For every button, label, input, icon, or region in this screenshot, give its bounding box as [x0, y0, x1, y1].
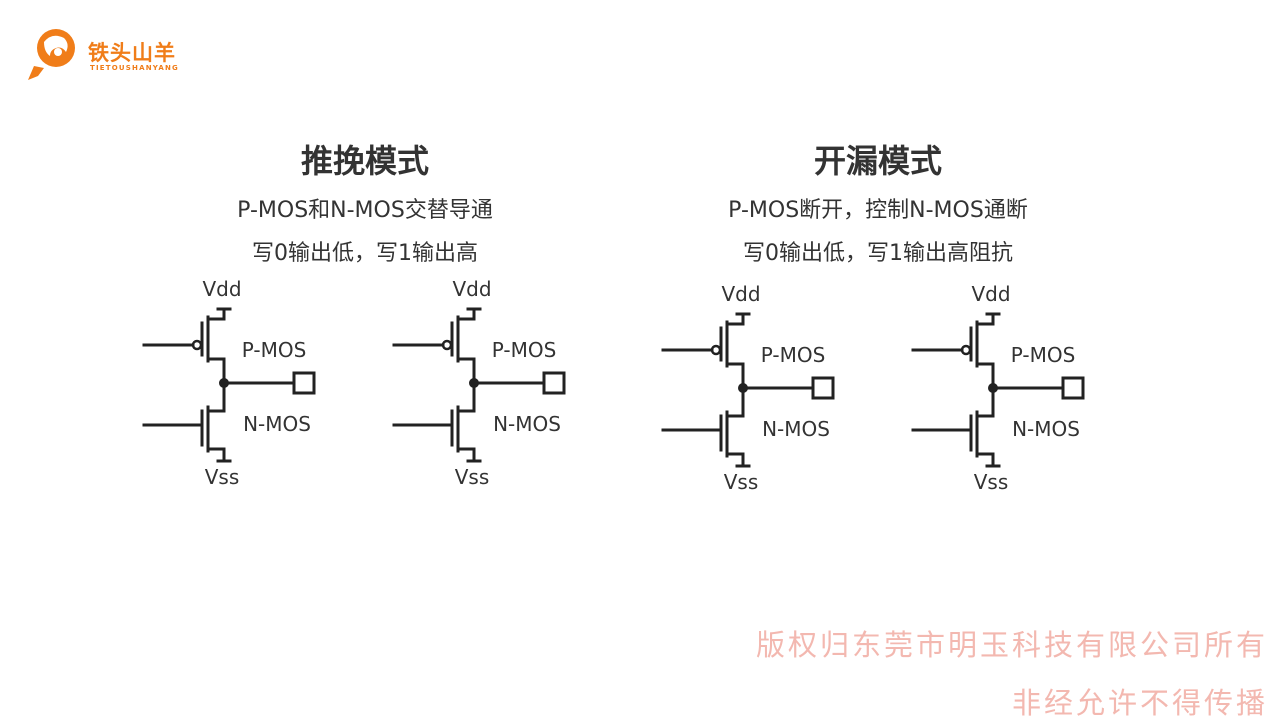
- push-pull-desc-1: P-MOS和N-MOS交替导通: [237, 198, 493, 223]
- open-drain-desc-1: P-MOS断开，控制N-MOS通断: [728, 198, 1028, 223]
- nmos-label: N-MOS: [762, 417, 830, 441]
- push-pull-circuit-2: [392, 307, 566, 463]
- open-drain-title: 开漏模式: [813, 142, 943, 180]
- output-node: [469, 378, 479, 388]
- vss-label: Vss: [974, 470, 1009, 494]
- push-pull-title: 推挽模式: [300, 142, 430, 180]
- output-node: [219, 378, 229, 388]
- vss-label: Vss: [455, 465, 490, 489]
- pmos-label: P-MOS: [492, 338, 557, 362]
- push-pull-desc-2: 写0输出低，写1输出高: [252, 241, 478, 266]
- output-node: [738, 383, 748, 393]
- open-drain-desc-2: 写0输出低，写1输出高阻抗: [743, 241, 1013, 266]
- nmos-label: N-MOS: [493, 412, 561, 436]
- vdd-label: Vdd: [452, 277, 491, 301]
- logo-icon: [28, 29, 75, 80]
- output-node: [988, 383, 998, 393]
- push-pull-circuit-1: [142, 307, 316, 463]
- nmos-label: N-MOS: [243, 412, 311, 436]
- logo-subtitle: TIETOUSHANYANG: [90, 64, 179, 72]
- pmos-label: P-MOS: [1011, 343, 1076, 367]
- open-drain-circuit-1: [661, 312, 835, 468]
- vdd-label: Vdd: [721, 282, 760, 306]
- open-drain-circuit-2: [911, 312, 1085, 468]
- watermark-line-1: 版权归东莞市明玉科技有限公司所有: [755, 628, 1268, 662]
- vss-label: Vss: [724, 470, 759, 494]
- vdd-label: Vdd: [971, 282, 1010, 306]
- vdd-label: Vdd: [202, 277, 241, 301]
- watermark-line-2: 非经允许不得传播: [1011, 686, 1268, 720]
- nmos-label: N-MOS: [1012, 417, 1080, 441]
- vss-label: Vss: [205, 465, 240, 489]
- pmos-label: P-MOS: [761, 343, 826, 367]
- pmos-label: P-MOS: [242, 338, 307, 362]
- logo-name: 铁头山羊: [88, 41, 176, 65]
